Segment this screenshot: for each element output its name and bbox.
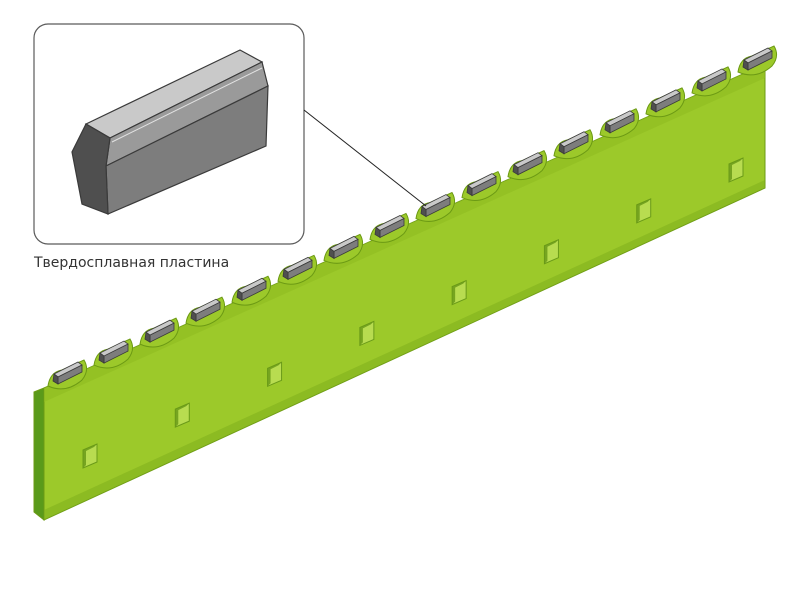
tooth: [645, 87, 686, 118]
carbide-teeth: [47, 45, 778, 390]
mounting-hole: [543, 238, 559, 265]
tooth: [691, 66, 732, 97]
mounting-hole: [451, 279, 467, 306]
tooth: [231, 275, 272, 306]
tooth: [553, 129, 594, 160]
tooth: [415, 191, 456, 222]
mounting-hole: [267, 361, 283, 388]
mounting-hole: [82, 443, 98, 469]
tooth: [461, 170, 502, 202]
tooth: [323, 233, 364, 264]
tooth: [369, 212, 410, 243]
mounting-hole: [359, 320, 375, 347]
callout: [33, 23, 427, 245]
tooth: [507, 150, 548, 181]
tooth: [93, 338, 134, 369]
mounting-hole: [728, 157, 744, 183]
mounting-hole: [636, 198, 652, 224]
tooth: [599, 108, 640, 139]
callout-label: Твердосплавная пластина: [34, 255, 230, 271]
mounting-hole: [174, 402, 190, 428]
leader-line: [303, 109, 427, 207]
tooth: [139, 317, 180, 348]
mounting-holes: [82, 157, 744, 469]
blade-end-face: [33, 387, 45, 522]
carbide-insert-icon: [71, 49, 269, 215]
tooth: [185, 296, 226, 327]
tooth: [277, 254, 318, 285]
blade-bottom-band: [44, 180, 765, 520]
tooth: [47, 359, 88, 390]
tooth: [737, 45, 778, 76]
